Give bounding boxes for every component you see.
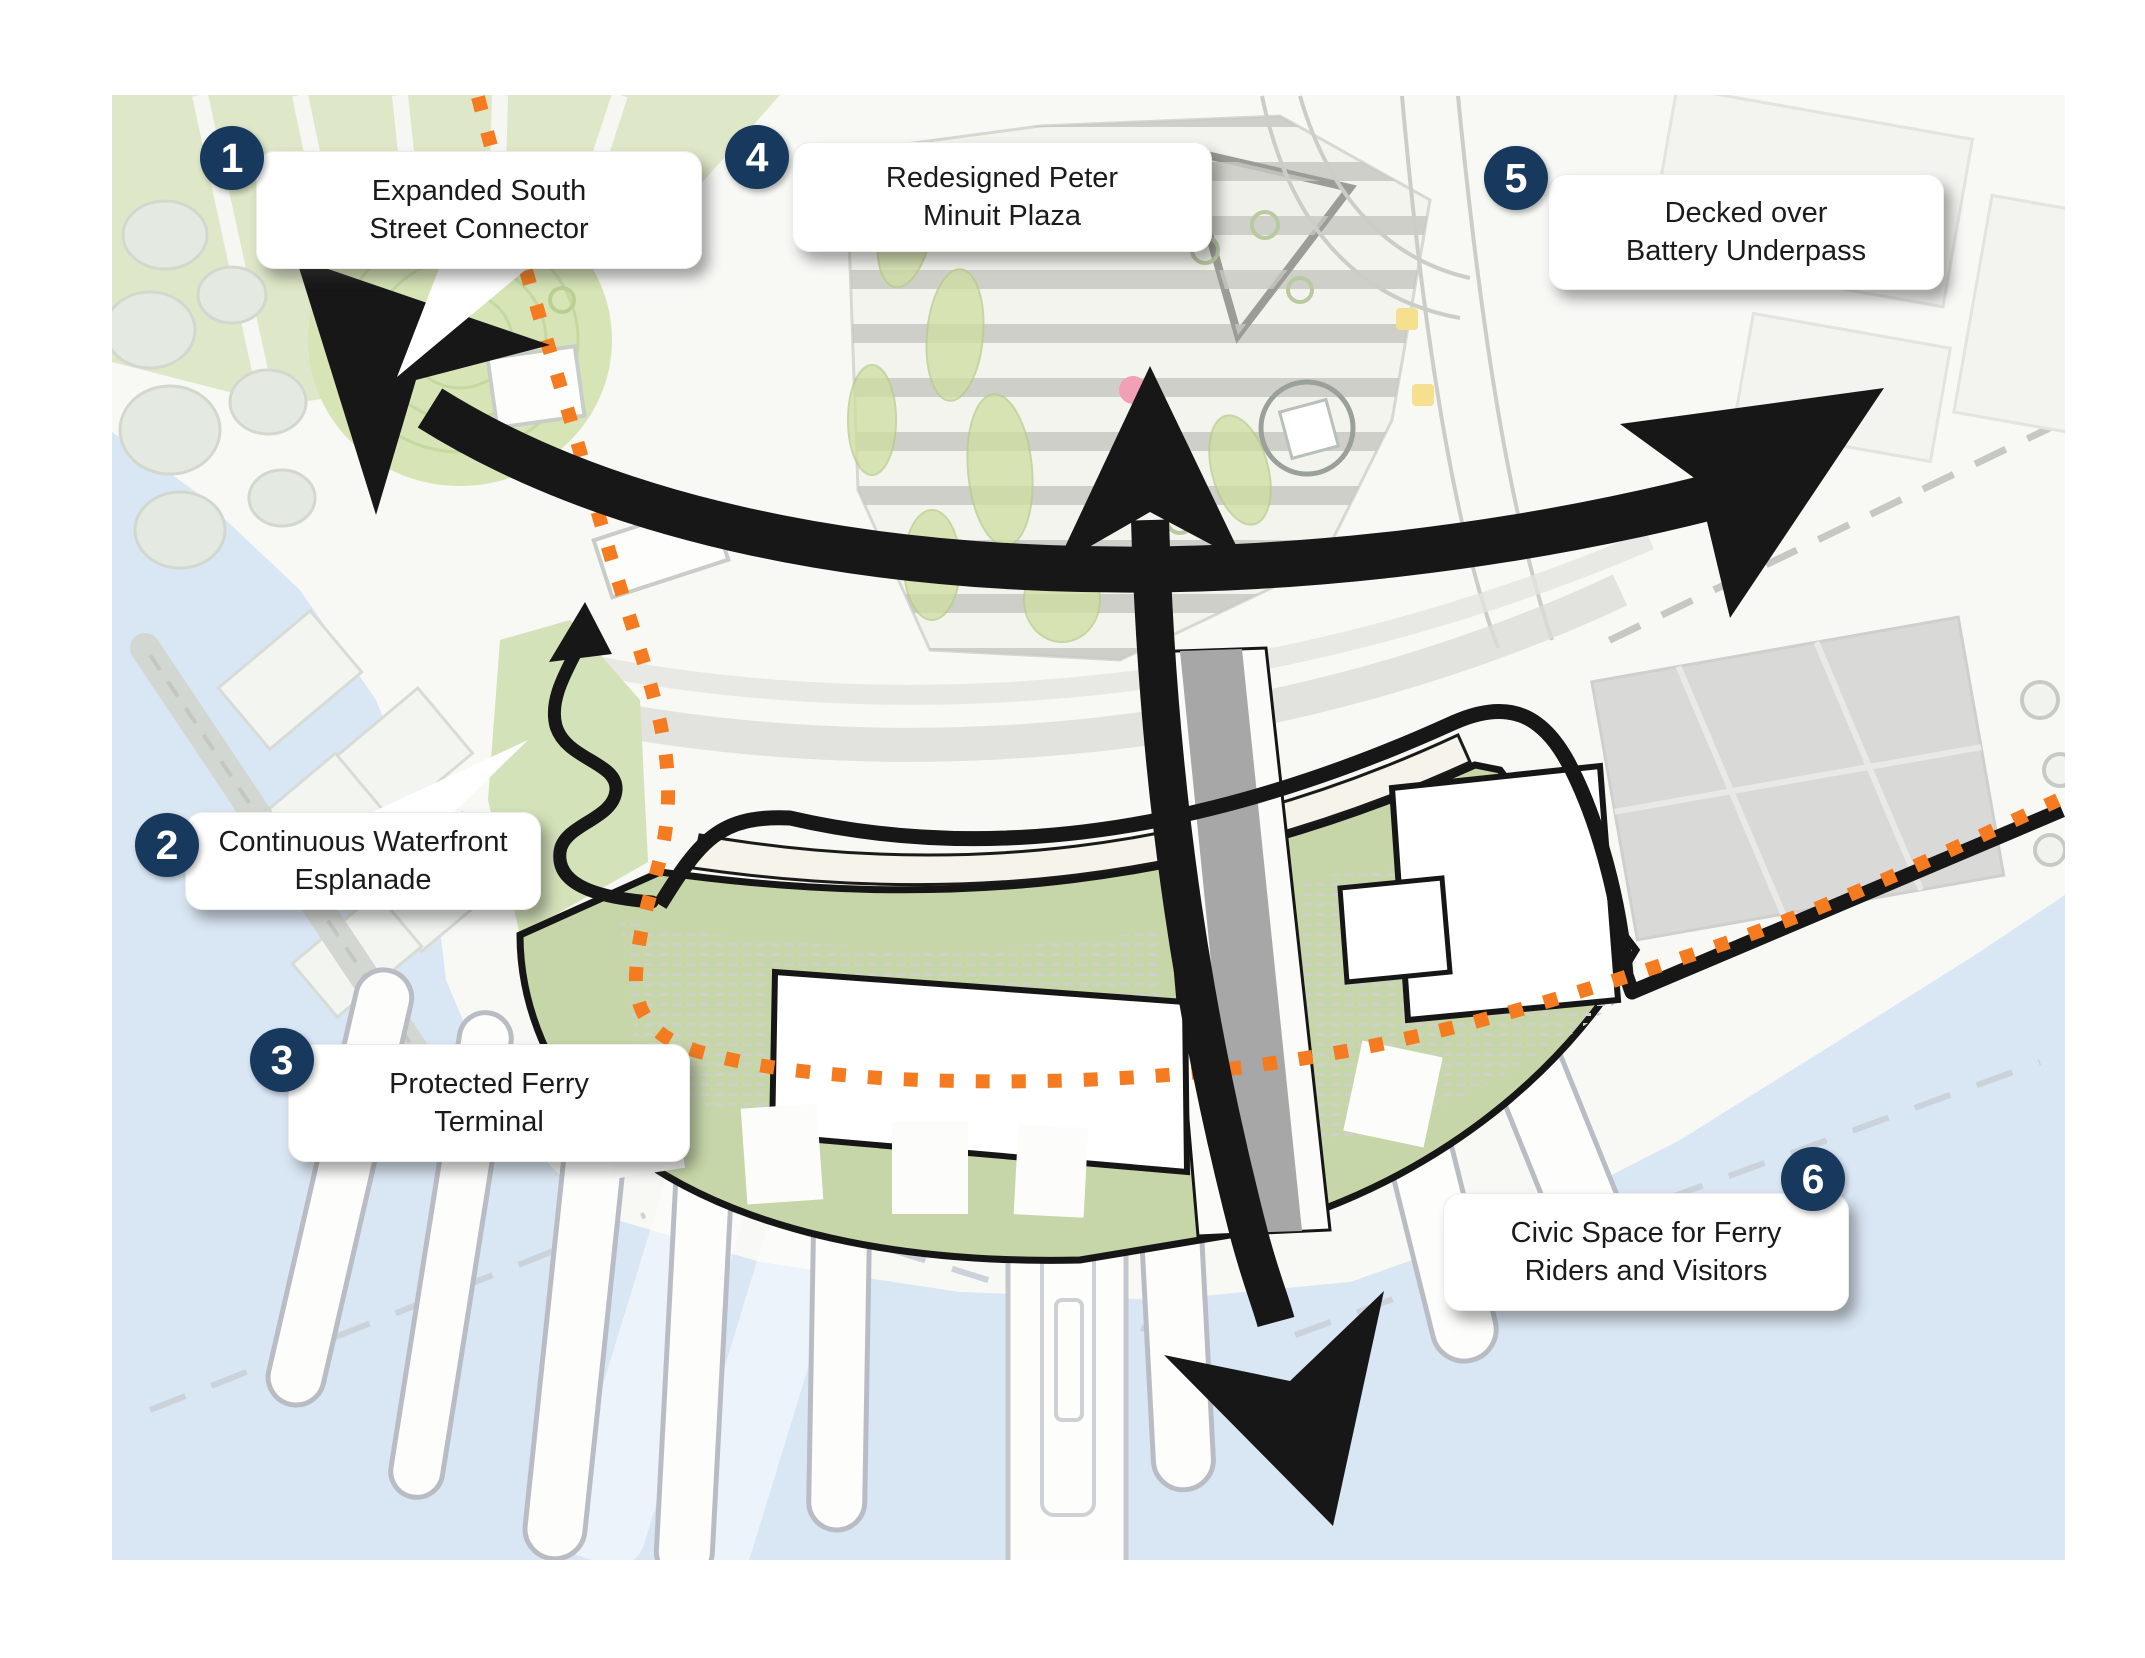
north-south-double-arrow-icon	[1056, 366, 1384, 1526]
roundabout	[1258, 379, 1356, 477]
callout-6-line2: Riders and Visitors	[1524, 1255, 1768, 1287]
trees-right	[2020, 680, 2065, 867]
plaza-kiosk	[485, 343, 587, 431]
callout-1-line1: Expanded South	[371, 175, 587, 207]
callout-3-number-badge: 3	[250, 1028, 314, 1092]
callout-decked-over-battery-underpass: 5 Decked over Battery Underpass	[1484, 146, 1944, 290]
callout-redesigned-peter-minuit-plaza: 4 Redesigned Peter Minuit Plaza	[725, 125, 1212, 252]
terminal-building-small	[1337, 875, 1453, 985]
callout-4-number-badge: 4	[725, 125, 789, 189]
callout-1-number-badge: 1	[200, 126, 264, 190]
callout-6-line1: Civic Space for Ferry	[1510, 1217, 1782, 1249]
curved-double-arrow-icon	[296, 258, 1884, 618]
callout-protected-ferry-terminal: 3 Protected Ferry Terminal	[250, 1028, 690, 1162]
callout-civic-space-ferry-riders: 6 Civic Space for Ferry Riders and Visit…	[1443, 1147, 1849, 1311]
callout-2-leader	[368, 740, 528, 814]
plaza-triangle-block	[1179, 144, 1357, 344]
callout-1-line2: Street Connector	[369, 213, 589, 245]
callout-2-line1: Continuous Waterfront	[218, 826, 508, 858]
esplanade-squiggle-arrow-icon	[547, 602, 659, 909]
callout-5-number-badge: 5	[1484, 146, 1548, 210]
city-blocks-left	[112, 199, 317, 570]
callout-2-number-badge: 2	[135, 813, 199, 877]
callout-4-line2: Minuit Plaza	[923, 200, 1081, 232]
callout-2-line2: Esplanade	[294, 864, 432, 896]
terminal-building-main	[768, 968, 1191, 1176]
callout-3-line1: Protected Ferry	[389, 1068, 589, 1100]
viaduct-arc2	[517, 530, 1654, 705]
callout-5-line2: Battery Underpass	[1625, 235, 1867, 267]
esplanade-path	[653, 703, 2065, 1000]
callout-3-line2: Terminal	[434, 1106, 544, 1138]
viaduct-arc	[516, 574, 1628, 762]
callout-continuous-waterfront-esplanade: 2 Continuous Waterfront Esplanade	[135, 812, 541, 910]
callout-expanded-south-street-connector: 1 Expanded South Street Connector	[200, 126, 702, 269]
terminal-cream-band	[691, 732, 1472, 887]
street-median-dashes	[1604, 420, 2060, 646]
callout-4-line1: Redesigned Peter	[885, 162, 1119, 194]
taxi-dots	[1396, 308, 1434, 406]
callout-6-number-badge: 6	[1781, 1147, 1845, 1211]
callout-5-line1: Decked over	[1664, 197, 1828, 229]
callout-1-leader	[397, 266, 530, 377]
